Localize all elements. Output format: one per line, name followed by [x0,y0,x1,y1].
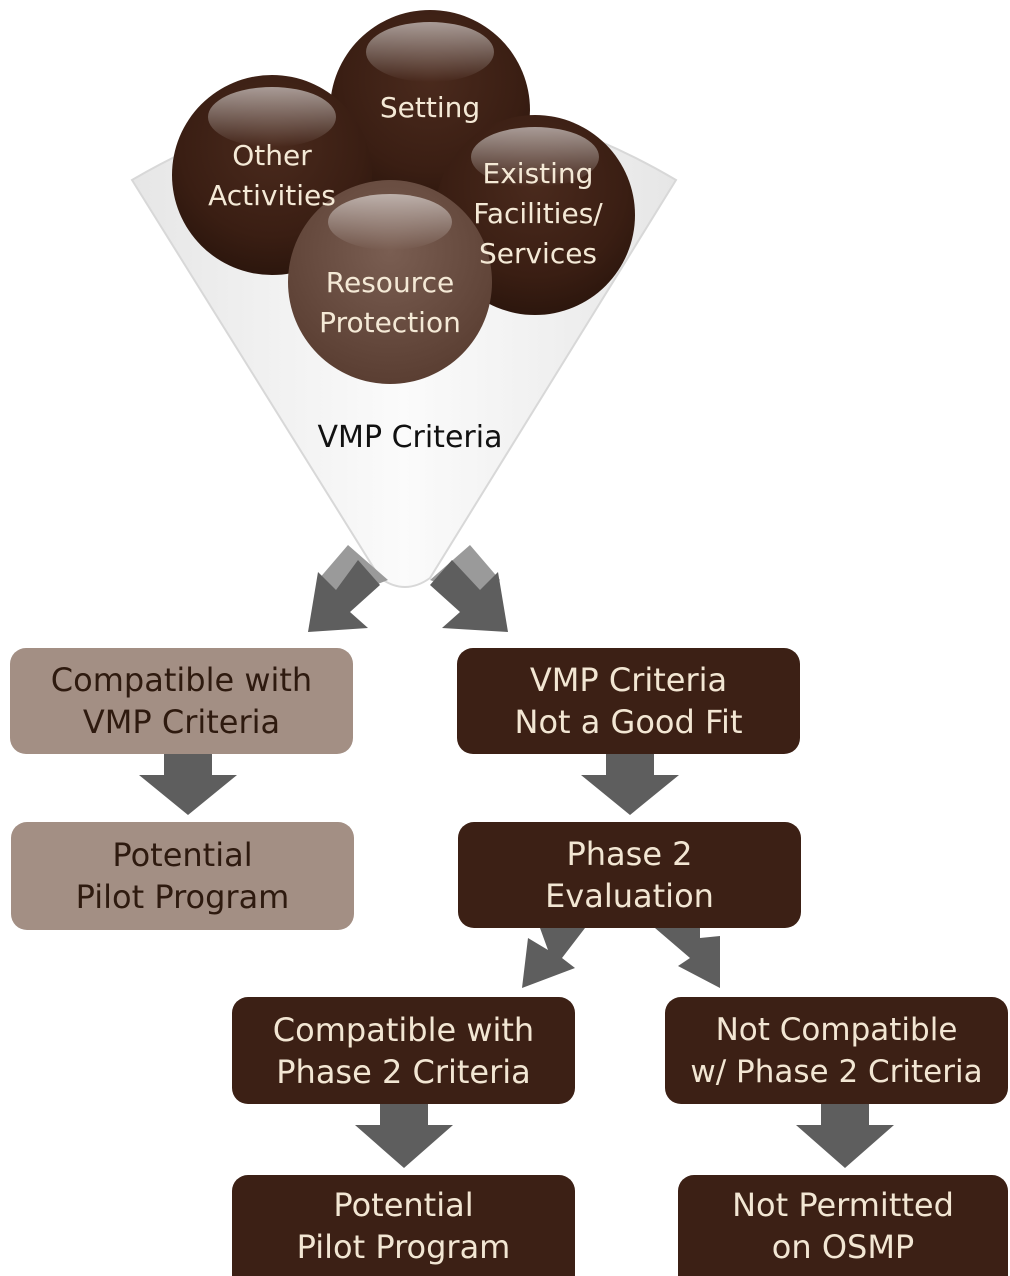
bubble-label-setting: Setting [379,91,481,124]
box-not-compatible-phase2: Not Compatible w/ Phase 2 Criteria [665,997,1008,1104]
box-compatible-phase2: Compatible with Phase 2 Criteria [232,997,575,1104]
arrow-funnel-left [308,545,388,632]
funnel-label: VMP Criteria [317,420,503,455]
box-vmp-not-good-fit: VMP Criteria Not a Good Fit [457,648,800,754]
bubble-resource-protection [288,180,492,384]
arrow-phase2-right [655,928,720,988]
box-phase2-evaluation: Phase 2 Evaluation [458,822,801,928]
bubble-label-resource-protection: Resource Protection [319,266,461,339]
arrow-funnel-right [430,545,508,632]
arrow-compat2-to-pilot [355,1104,453,1168]
arrow-phase2-left [522,928,585,988]
box-potential-pilot-left: Potential Pilot Program [11,822,354,930]
arrow-notcompat2-to-notpermitted [796,1104,894,1168]
bubble-label-other-activities: Other Activities [208,139,336,212]
box-potential-pilot-bottom: Potential Pilot Program [232,1175,575,1276]
bubble-label-existing-facilities: Existing Facilities/ Services [473,157,603,270]
box-not-permitted: Not Permitted on OSMP [678,1175,1008,1276]
arrow-compatible-to-pilot [139,754,237,815]
box-compatible-vmp: Compatible with VMP Criteria [10,648,353,754]
arrow-notfit-to-phase2 [581,754,679,815]
